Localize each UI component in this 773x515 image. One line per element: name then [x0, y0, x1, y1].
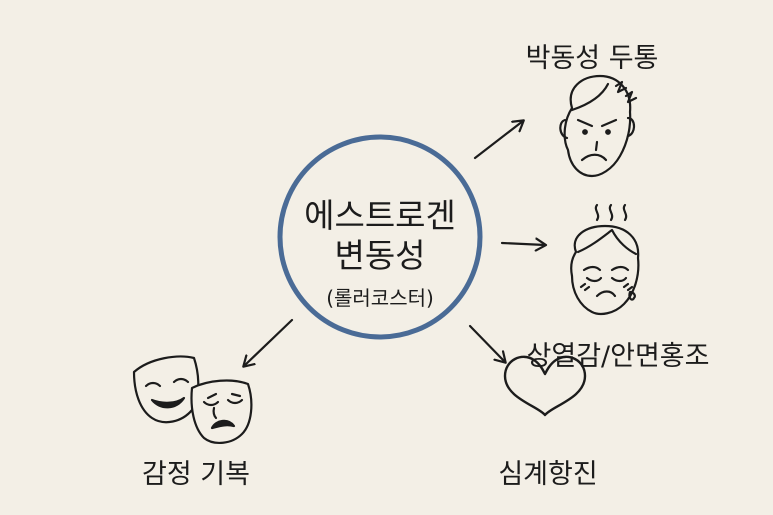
- mood-label: 감정 기복: [142, 459, 250, 490]
- center-ring: [277, 134, 483, 340]
- arrow-to-palpitation: [468, 324, 505, 362]
- arrow-to-hot-flash: [500, 243, 545, 245]
- headache-face-icon: [559, 74, 638, 178]
- arrow-to-mood: [244, 318, 294, 366]
- center-title-line2: 변동성: [334, 236, 426, 275]
- headache-label: 박동성 두통: [525, 43, 659, 74]
- theater-masks-icon: [132, 355, 253, 444]
- center-subtitle: (롤러코스터): [326, 286, 434, 310]
- heart-icon: [503, 355, 587, 417]
- flushed-face-icon: [570, 203, 640, 315]
- palpitation-label: 심계항진: [498, 459, 598, 490]
- center-label: 에스트로겐 변동성 (롤러코스터): [304, 196, 456, 311]
- hot-flash-label: 상열감/안면홍조: [526, 341, 710, 372]
- center-title-line1: 에스트로겐: [304, 196, 456, 235]
- arrow-to-headache: [473, 121, 523, 160]
